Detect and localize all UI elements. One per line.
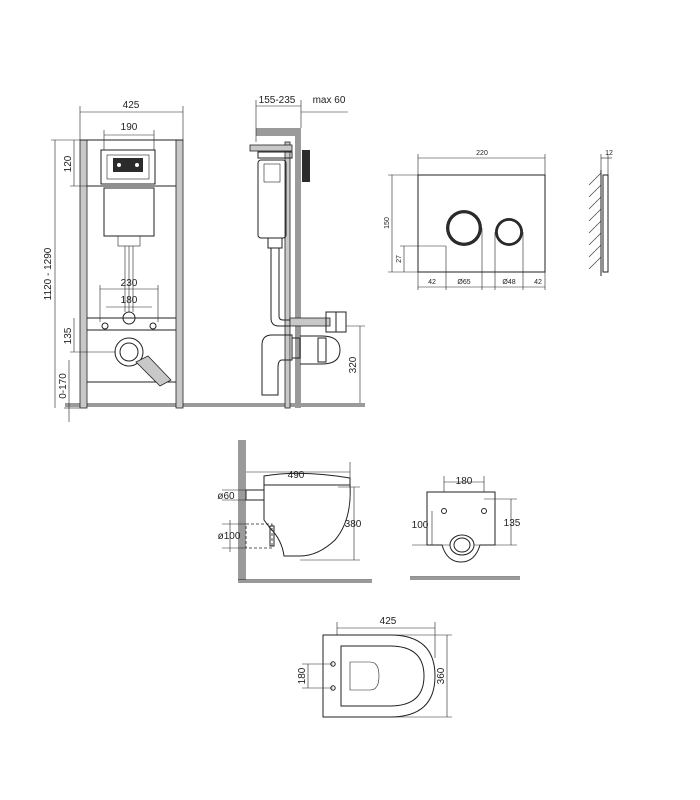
dim-bowl-height: 380 <box>345 519 362 530</box>
drain-bend-side <box>261 334 293 396</box>
frame-post-left <box>79 139 88 409</box>
bowl-top-view: 425 180 360 <box>297 616 452 718</box>
dim-outlet-height: 135 <box>63 327 74 344</box>
dim-top-width: 425 <box>380 616 397 627</box>
bowl-back-view: 180 100 135 <box>410 476 521 580</box>
dim-margin-right: 42 <box>534 279 542 286</box>
floor-line-side <box>185 403 365 407</box>
bowl-back-outline <box>426 491 496 563</box>
flush-panel <box>100 149 156 185</box>
flush-plate-view: 220 150 27 42 Ø65 Ø48 42 <box>384 150 546 290</box>
bowl-top-outline <box>322 634 436 718</box>
cistern <box>103 187 155 237</box>
dim-back-right-height: 135 <box>504 518 521 529</box>
dim-big-diameter: Ø65 <box>457 279 470 286</box>
dim-outlet-diameter: ø100 <box>218 531 241 542</box>
frame-post-right <box>175 139 184 409</box>
dim-frame-width: 425 <box>123 100 140 111</box>
dim-frame-depth: 155-235 <box>259 95 296 106</box>
bowl-profile <box>263 484 351 557</box>
dim-back-left-height: 100 <box>412 520 429 531</box>
dim-bolt-distance: 180 <box>121 295 138 306</box>
frame-side-view: 155-235 max 60 320 <box>185 95 365 409</box>
dim-top-height: 120 <box>63 155 74 172</box>
dim-bowl-length: 490 <box>288 470 305 481</box>
dim-max-wall: max 60 <box>313 95 346 106</box>
dim-inlet-diameter: ø60 <box>217 491 235 502</box>
dim-total-height: 1120 - 1290 <box>43 247 54 300</box>
plate-side-profile <box>602 174 609 273</box>
dim-button-offset: 27 <box>396 255 403 263</box>
bowl-wall <box>238 440 246 580</box>
dim-top-depth: 360 <box>436 667 447 684</box>
dim-back-bolt-distance: 180 <box>456 476 473 487</box>
wall-section <box>295 128 301 408</box>
dim-fix-distance: 230 <box>121 278 138 289</box>
dim-inner-width: 190 <box>121 122 138 133</box>
bowl-side-view: 490 ø60 ø100 380 <box>217 440 372 583</box>
flush-plate <box>417 174 546 273</box>
dim-plate-thickness: 12 <box>605 150 613 157</box>
cistern-side <box>257 159 287 239</box>
frame-post-side <box>284 141 291 409</box>
dim-margin-left: 42 <box>428 279 436 286</box>
dim-top-bolt-distance: 180 <box>297 667 308 684</box>
dim-plate-height: 150 <box>384 217 391 229</box>
dim-bolt-height: 320 <box>348 356 359 373</box>
frame-front-view: 425 190 120 1120 - 1290 230 180 135 0-17… <box>43 100 365 422</box>
dim-small-diameter: Ø48 <box>502 279 515 286</box>
dim-plate-width: 220 <box>476 150 488 157</box>
flush-plate-side: 12 <box>588 150 613 276</box>
flush-pipe <box>122 311 136 325</box>
dim-feet-range: 0-170 <box>58 373 69 399</box>
